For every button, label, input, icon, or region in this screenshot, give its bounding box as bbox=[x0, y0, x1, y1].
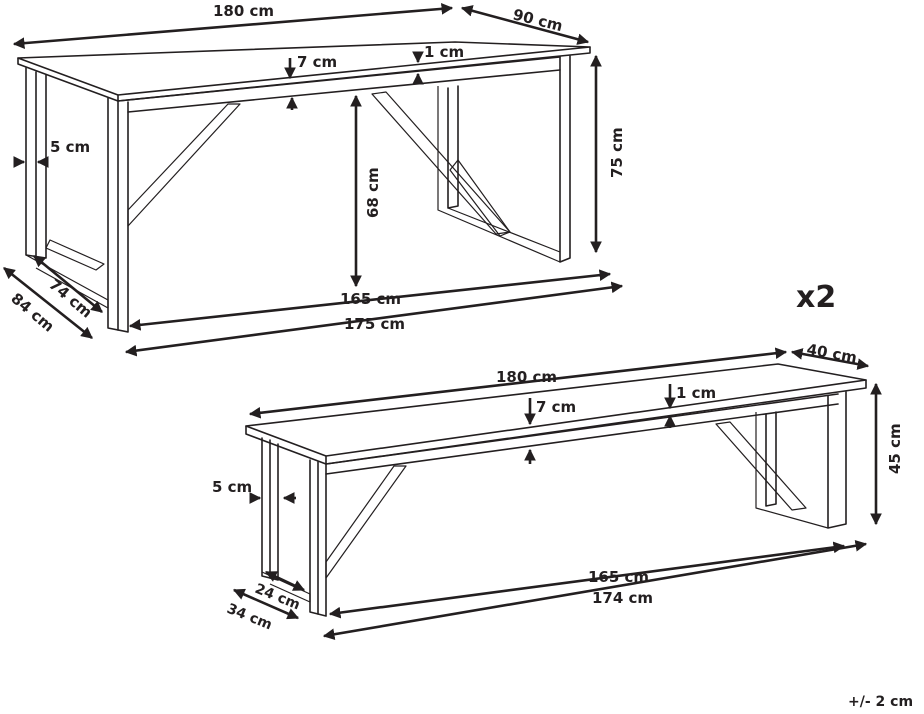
table-outer-depth-label: 84 cm bbox=[7, 289, 57, 335]
table-thickness-label: 1 cm bbox=[424, 43, 464, 61]
bench-outer-length-dim-line bbox=[322, 539, 868, 641]
table-outer-length-label: 175 cm bbox=[344, 315, 405, 333]
table-inner-depth-label: 74 cm bbox=[45, 275, 95, 321]
bench-quantity-label: x2 bbox=[796, 280, 836, 315]
table-length-label: 180 cm bbox=[213, 2, 274, 20]
bench-drawing bbox=[245, 363, 867, 617]
table-depth-label: 90 cm bbox=[511, 5, 564, 35]
table-inner-length-label: 165 cm bbox=[340, 290, 401, 308]
bench-outer-depth-dim-line bbox=[232, 588, 300, 620]
bench-apron-label: 7 cm bbox=[536, 398, 576, 416]
bench-apron bbox=[325, 393, 839, 475]
bench-leg-right bbox=[755, 391, 847, 529]
bench-brace-left bbox=[325, 465, 407, 579]
bench-outer-length-label: 174 cm bbox=[592, 589, 653, 607]
table-dimensions: 180 cm 90 cm 75 cm 7 cm 1 cm 5 cm 68 cm … bbox=[3, 2, 626, 357]
bench-depth-label: 40 cm bbox=[805, 340, 858, 367]
bench-inner-depth-dim-line bbox=[264, 570, 306, 592]
bench-leg-front-left bbox=[309, 459, 327, 617]
bench-inner-length-dim-line bbox=[328, 541, 846, 619]
table-length-dim-line bbox=[12, 3, 454, 49]
table-drawing bbox=[17, 41, 591, 333]
table-leg-front-left bbox=[107, 97, 129, 333]
bench-length-dim-line bbox=[248, 347, 788, 419]
table-brace-right bbox=[371, 91, 511, 237]
table-apron bbox=[117, 56, 561, 113]
bench-leg-back-left bbox=[261, 437, 279, 581]
table-clearance-label: 68 cm bbox=[364, 167, 382, 218]
bench-thickness-label: 1 cm bbox=[676, 384, 716, 402]
bench-depth-dim-line bbox=[790, 348, 870, 370]
bench-brace-right bbox=[715, 421, 807, 511]
tolerance-label: +/- 2 cm bbox=[848, 694, 913, 710]
table-top bbox=[17, 41, 591, 102]
bench-height-label: 45 cm bbox=[886, 423, 904, 474]
bench-leg-width-label: 5 cm bbox=[212, 478, 252, 496]
table-brace-left bbox=[45, 103, 241, 271]
table-apron-label: 7 cm bbox=[297, 53, 337, 71]
table-outer-depth-dim-line bbox=[3, 266, 93, 340]
table-leg-width-label: 5 cm bbox=[50, 138, 90, 156]
bench-dimensions: 180 cm 40 cm 45 cm 7 cm 1 cm 5 cm 165 cm… bbox=[212, 340, 904, 641]
table-outer-length-dim-line bbox=[124, 281, 624, 357]
table-leg-right bbox=[437, 55, 571, 263]
table-depth-dim-line bbox=[460, 5, 590, 45]
bench-length-label: 180 cm bbox=[496, 368, 557, 386]
table-height-label: 75 cm bbox=[608, 127, 626, 178]
